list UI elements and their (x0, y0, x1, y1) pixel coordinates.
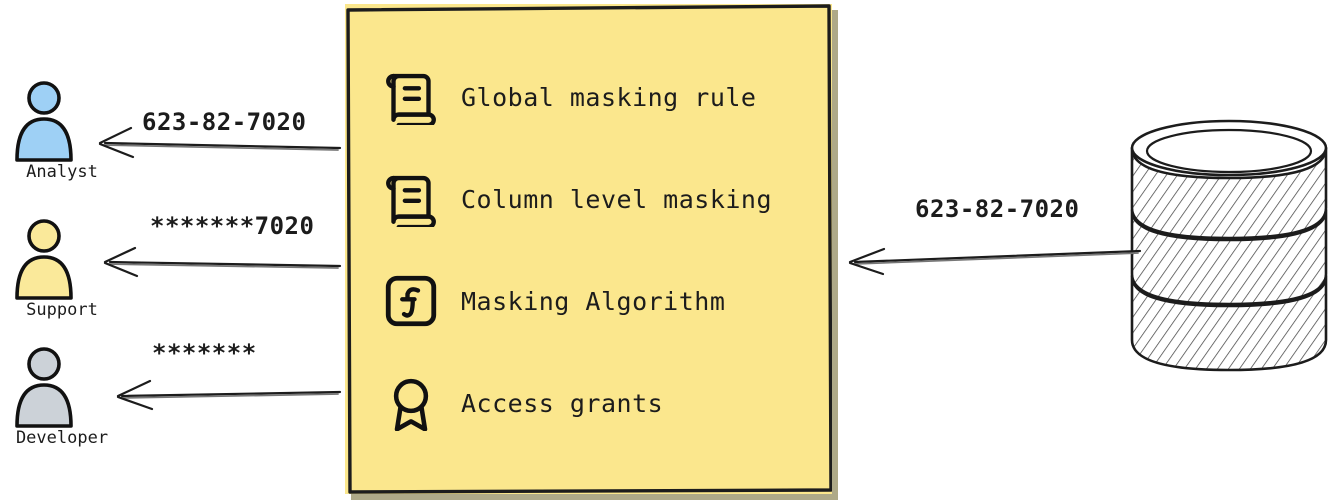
actor-support[interactable]: Support (2, 216, 122, 320)
actor-analyst[interactable]: Analyst (2, 78, 122, 182)
policy-item-access-grants[interactable]: Access grants (383, 352, 832, 454)
policy-item-label: Access grants (461, 388, 664, 418)
award-ribbon-icon (393, 378, 429, 431)
scroll-document-icon (386, 175, 436, 227)
arrow-from-database (848, 247, 1142, 276)
policy-item-label: Global masking rule (461, 82, 757, 112)
actor-developer[interactable]: Developer (2, 344, 122, 448)
flow-value-source: 623-82-7020 (915, 195, 1080, 223)
policy-item-label: Masking Algorithm (461, 286, 726, 316)
actor-label: Analyst (26, 162, 98, 182)
policy-item-column-level-masking[interactable]: Column level masking (383, 148, 832, 250)
flow-value-support: *******7020 (150, 212, 315, 240)
arrow-to-analyst (98, 126, 342, 159)
flow-value-analyst: 623-82-7020 (142, 108, 307, 136)
arrow-to-support (103, 246, 342, 278)
person-icon (15, 347, 73, 428)
policy-item-list: Global masking rule Column level masking… (345, 4, 832, 494)
person-icon (15, 81, 73, 162)
policy-item-masking-algorithm[interactable]: Masking Algorithm (383, 250, 832, 352)
policy-item-label: Column level masking (461, 184, 773, 214)
function-block-icon (385, 275, 437, 327)
flow-value-developer: ******* (152, 339, 257, 367)
person-icon (15, 219, 73, 300)
actor-label: Support (26, 300, 98, 320)
actor-label: Developer (15, 428, 109, 448)
policy-item-global-masking-rule[interactable]: Global masking rule (383, 46, 832, 148)
arrow-to-developer (116, 379, 342, 411)
scroll-document-icon (386, 73, 436, 125)
database-cylinder-icon (1130, 119, 1328, 372)
